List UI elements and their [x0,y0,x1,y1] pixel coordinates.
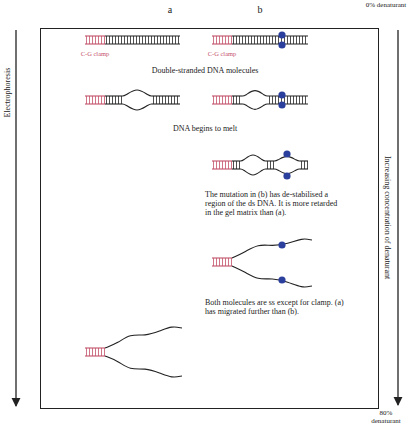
electrophoresis-arrow [15,30,16,406]
note-text: Both molecules are ss except for clamp. … [205,298,345,316]
gel-frame [41,29,379,409]
row-caption: DNA begins to melt [120,124,290,133]
clamp-label: C-G clamp [205,50,239,57]
column-letter: b [250,4,270,16]
clamp-label: C-G clamp [78,50,112,57]
column-letter: a [160,4,180,16]
note-text: The mutation in (b) has de-stabilised a … [205,190,345,218]
denaturant-end: 80% denaturant [364,409,408,425]
denaturant-arrow [397,30,398,405]
row-caption: Double-stranded DNA molecules [120,66,290,75]
denaturant-start: 0% denaturant [364,1,408,9]
axis-label: Increasing concentration of denaturant [382,108,391,328]
axis-label: Electrophoresis [3,43,12,143]
